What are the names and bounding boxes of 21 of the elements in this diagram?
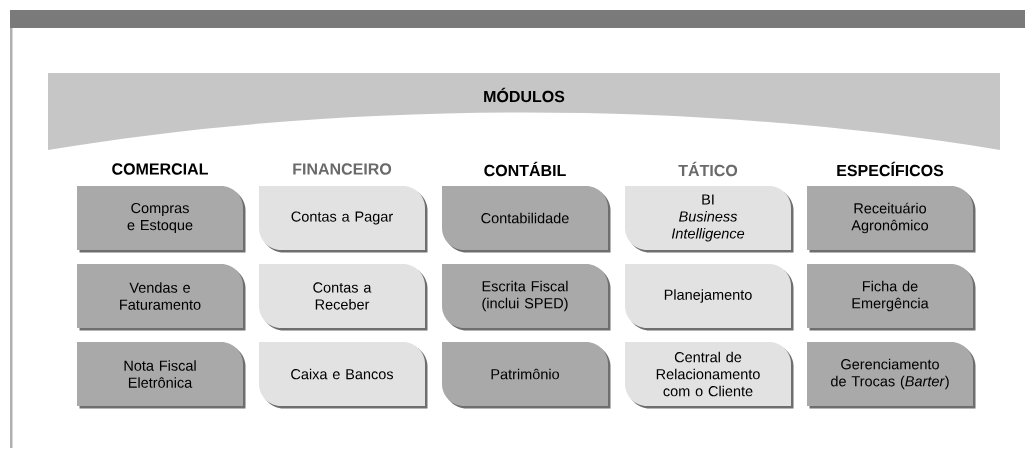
module-box: Planejamento — [625, 264, 794, 331]
module-box: Caixa e Bancos — [259, 342, 428, 409]
module-box: Central de Relacionamento com o Cliente — [625, 342, 794, 409]
module-box: Gerenciamento de Trocas (Barter) — [807, 342, 976, 409]
module-box: Receituário Agronômico — [807, 186, 976, 253]
module-box: Escrita Fiscal (inclui SPED) — [442, 264, 611, 331]
column-heading: TÁTICO — [678, 161, 738, 177]
module-box: Patrimônio — [442, 342, 611, 409]
column-heading: ESPECÍFICOS — [837, 161, 944, 177]
column-heading: FINANCEIRO — [293, 163, 392, 175]
module-box: Contabilidade — [442, 186, 611, 253]
module-box: Vendas e Faturamento — [77, 264, 246, 331]
module-box: Contas a Receber — [259, 264, 428, 331]
header-band: MÓDULOS — [48, 73, 1000, 150]
column-heading: CONTÁBIL — [484, 161, 566, 177]
module-box: Ficha de Emergência — [807, 264, 976, 331]
module-box: Compras e Estoque — [77, 186, 246, 253]
module-box: Contas a Pagar — [259, 186, 428, 253]
module-box: Nota Fiscal Eletrônica — [77, 342, 246, 409]
column-heading: COMERCIAL — [112, 163, 208, 175]
module-box: BI Business Intelligence — [625, 186, 794, 253]
